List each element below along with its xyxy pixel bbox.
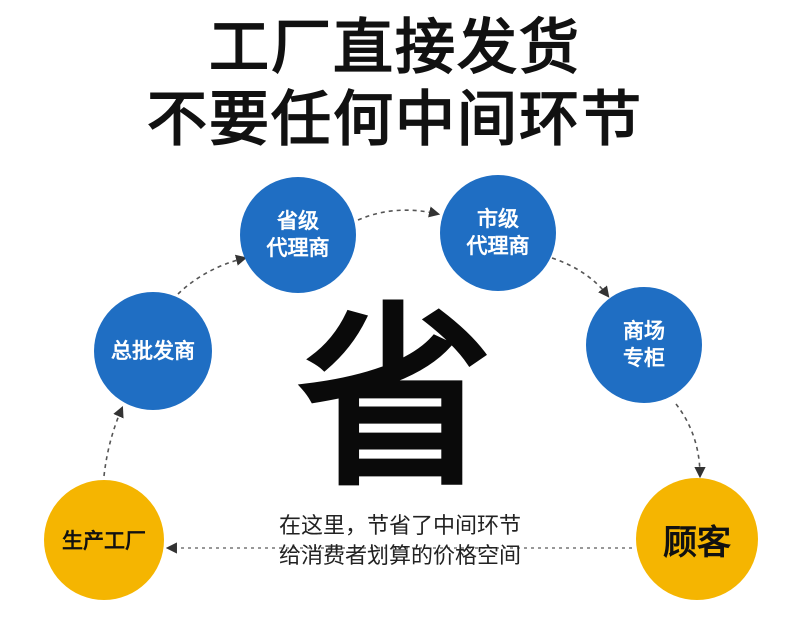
node-wholesale: 总批发商 [94,292,212,410]
node-provincial-agent-label: 省级 代理商 [266,209,330,260]
node-wholesale-label: 总批发商 [111,338,195,363]
arrow-provincial-to-city [357,206,441,221]
arrow-city-to-mall [551,257,610,298]
title-line-1: 工厂直接发货 [209,13,581,83]
node-customer-label: 顾客 [663,522,731,563]
node-mall-counter: 商场 专柜 [586,287,702,403]
node-city-agent-label: 市级 代理商 [466,207,530,258]
savings-note-line-1: 在这里，节省了中间环节 [278,514,521,539]
title-line-2: 不要任何中间环节 [147,85,643,155]
node-mall-counter-label: 商场 专柜 [623,319,665,370]
savings-note: 在这里，节省了中间环节 给消费者划算的价格空间 [230,512,570,572]
savings-note-line-2: 给消费者划算的价格空间 [278,544,521,569]
node-factory-label: 生产工厂 [62,529,146,553]
arrow-mall-to-customer [675,403,706,479]
center-big-character: 省 [296,286,493,514]
node-factory: 生产工厂 [44,480,164,600]
arrow-wholesale-to-provincial [177,254,248,295]
arrow-factory-to-wholesale [103,405,124,477]
node-city-agent: 市级 代理商 [440,175,556,291]
node-provincial-agent: 省级 代理商 [240,177,356,293]
node-customer: 顾客 [636,478,758,600]
